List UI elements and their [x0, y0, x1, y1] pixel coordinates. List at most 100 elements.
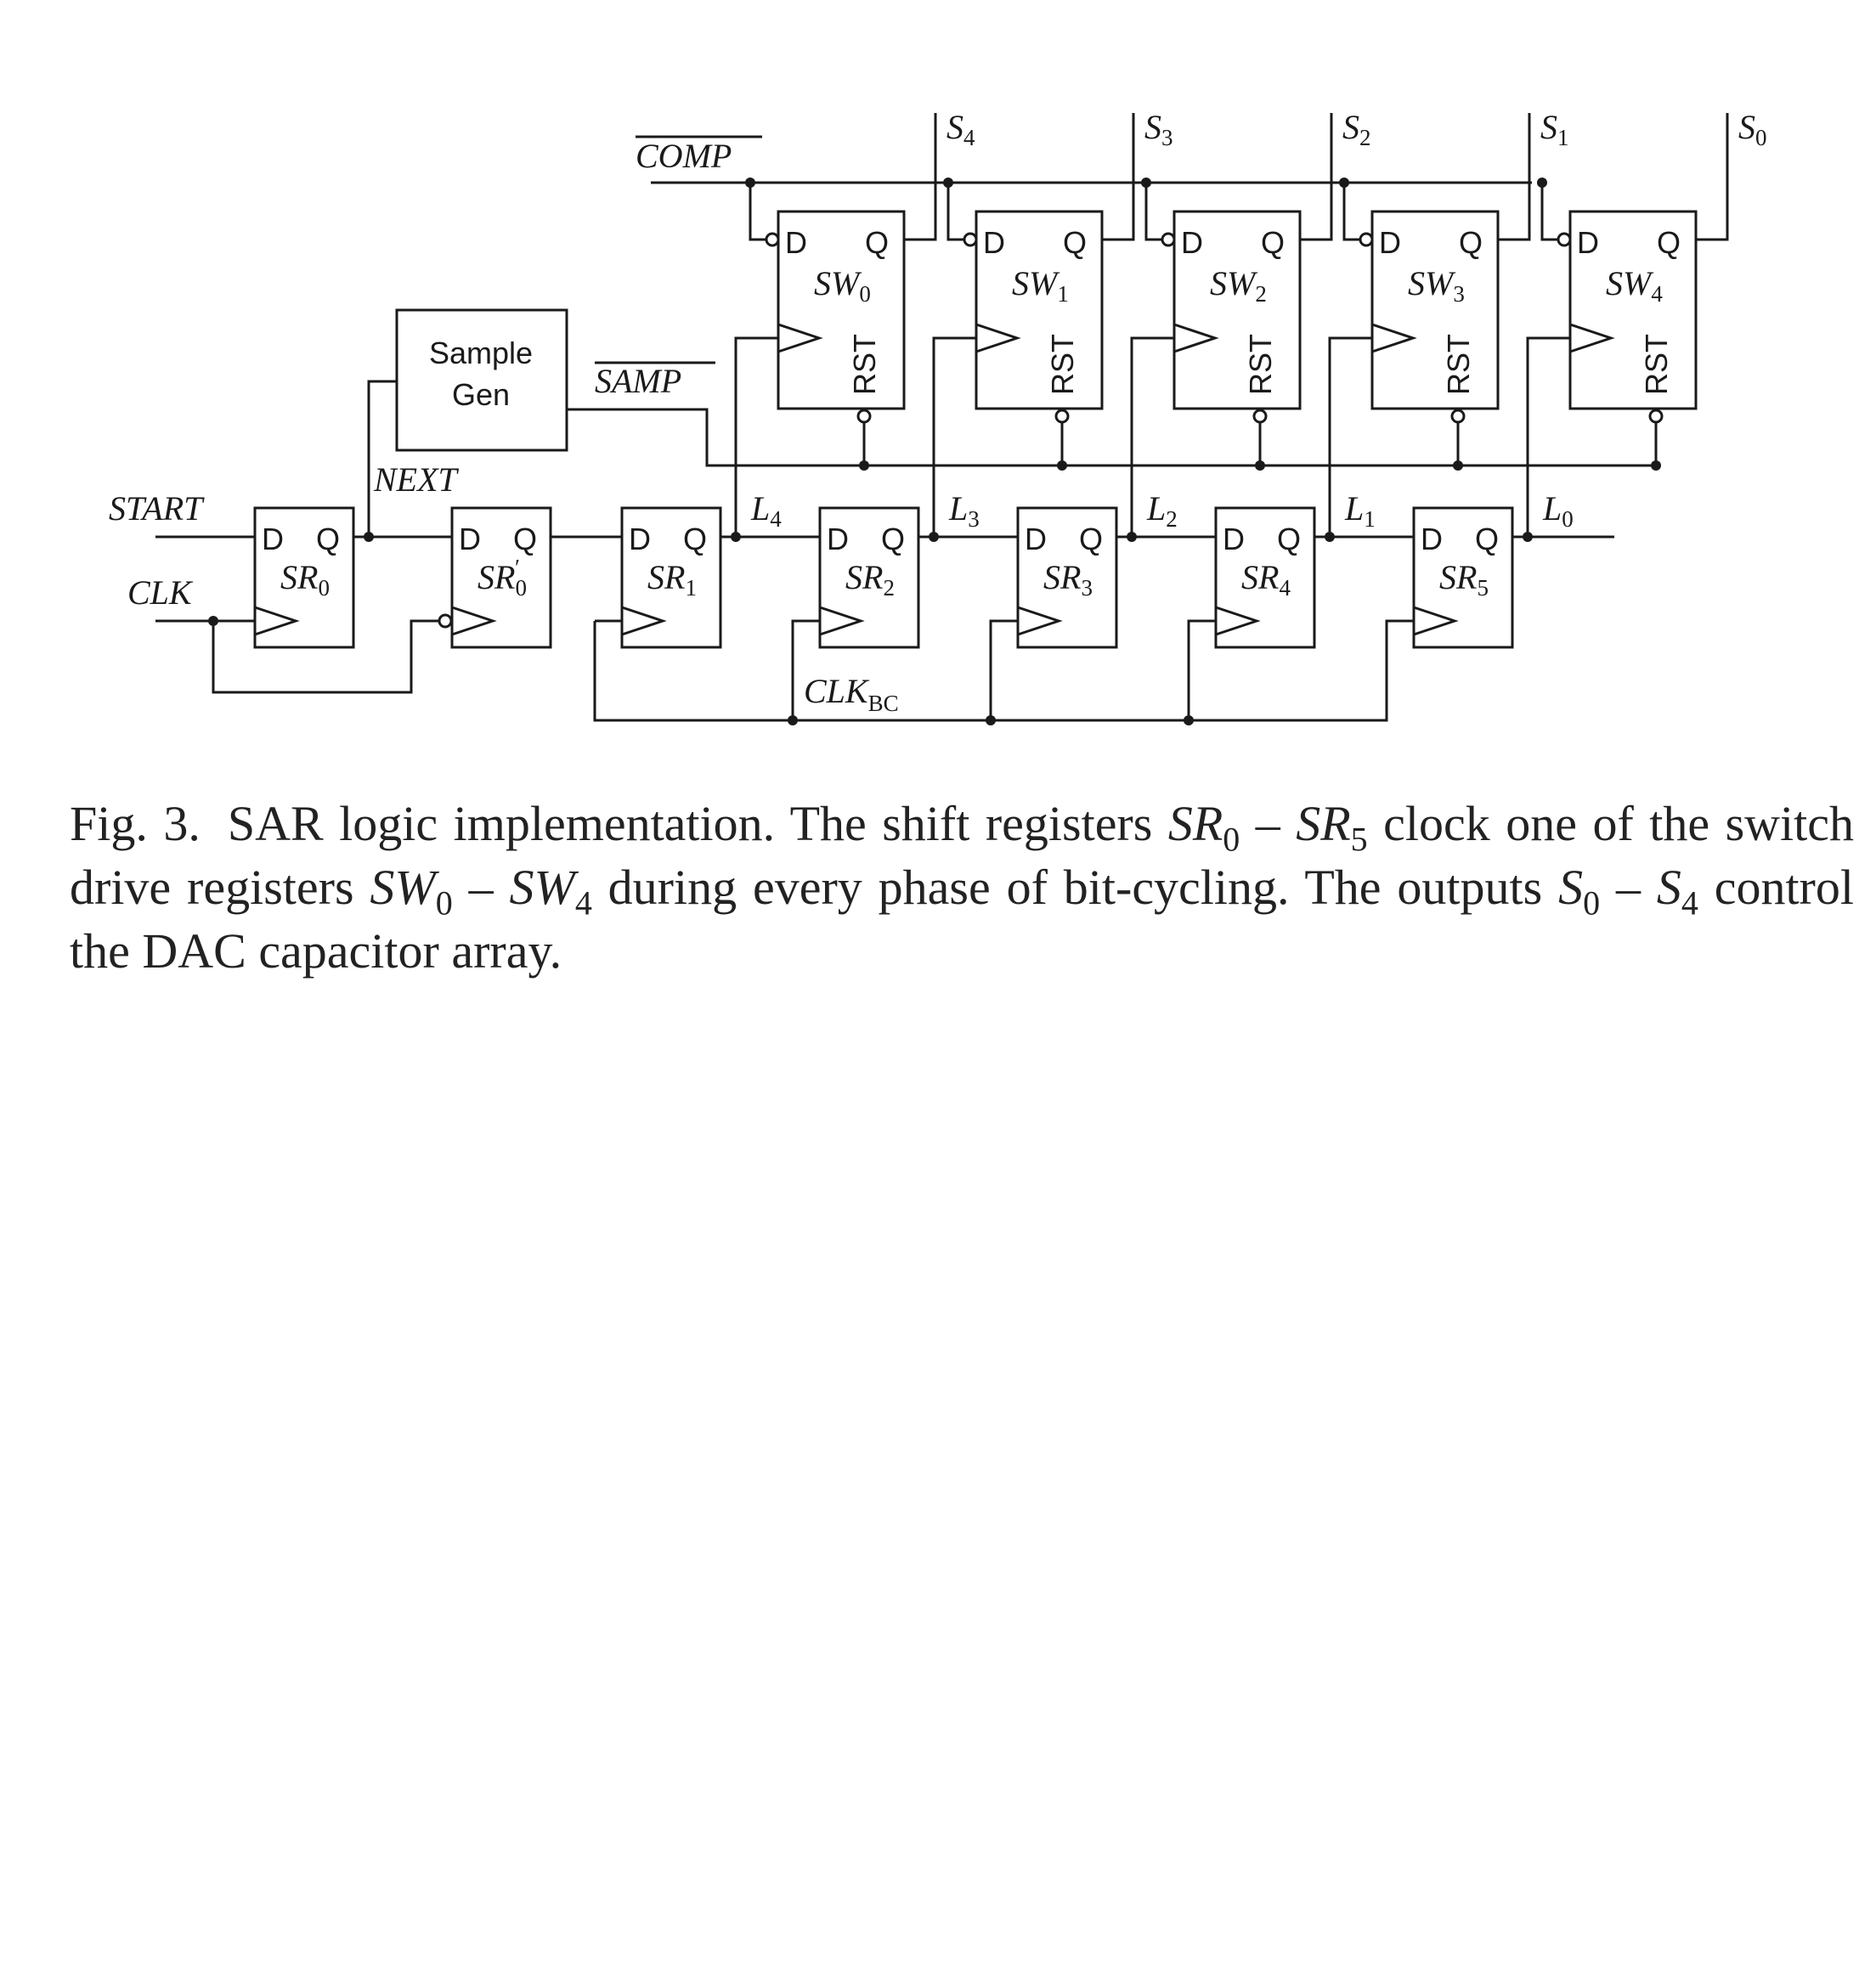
sw3-label: SW3	[1408, 264, 1465, 307]
sw1-q-output-wire	[1102, 113, 1135, 241]
sr0-label: SR0	[280, 558, 330, 601]
caption-text: –	[452, 860, 510, 915]
sw2-clock-triangle	[1173, 323, 1219, 353]
sw0-d-pin: D	[785, 225, 807, 260]
sr0-d-pin: D	[262, 522, 284, 556]
clk-bc-label: CLKBC	[804, 672, 899, 716]
sar-logic-schematic: Sample Gen START CLK COMP SAMP NEXT CLKB…	[109, 108, 1767, 725]
l-net-junction-dot-0	[731, 532, 741, 542]
caption-math: S4	[1656, 860, 1698, 922]
sw4-label: SW4	[1606, 264, 1663, 307]
sr0-prime-clock-bubble	[438, 613, 453, 629]
sw2-d-wire	[1144, 183, 1162, 241]
sample-gen-block	[395, 308, 568, 452]
sample-gen-label-line2: Gen	[452, 377, 510, 412]
sr0-block	[253, 506, 355, 649]
clkbc-junction-dot-1	[986, 715, 996, 725]
output-s1-label: S1	[1540, 108, 1569, 150]
output-s3-label: S3	[1144, 108, 1173, 150]
sw3-q-output-wire	[1498, 113, 1531, 241]
sr5-block	[1412, 506, 1514, 649]
samp-junction-dot-1	[1057, 460, 1067, 471]
sw0-d-wire	[749, 183, 766, 241]
sw3-rst-pin: RST	[1441, 334, 1476, 395]
sw0-clock-triangle	[777, 323, 823, 353]
l-net-clock-wire-2	[1130, 336, 1174, 537]
sr1-clock-triangle	[621, 606, 667, 636]
clkbc-sr3-wire	[989, 619, 1018, 720]
clkbc-sr4-wire	[1187, 619, 1216, 720]
sr4-q-pin: Q	[1277, 522, 1301, 556]
sr4-block	[1214, 506, 1316, 649]
l-net-clock-wire-0	[734, 336, 778, 537]
clkbc-bus-wire	[593, 619, 1414, 722]
junction-dots	[208, 178, 1664, 725]
sw3-q-pin: Q	[1459, 225, 1483, 260]
sr5-label: SR5	[1439, 558, 1489, 601]
l-net-clock-wire-4	[1526, 336, 1570, 537]
caption-text: SAR logic implementation. The shift regi…	[227, 796, 1168, 851]
samp-junction-dot-2	[1255, 460, 1265, 471]
sw2-rst-bubble	[1252, 409, 1268, 424]
sw1-d-bubble	[963, 232, 978, 247]
sr5-q-pin: Q	[1475, 522, 1499, 556]
net-l1-label: L1	[1344, 489, 1376, 532]
caption-text: clock one of the switch drive registers	[70, 796, 1855, 915]
sw4-clock-triangle	[1569, 323, 1615, 353]
comp-junction-dot-2	[1141, 178, 1151, 188]
caption-figure-label: Fig. 3.	[70, 796, 201, 851]
l-net-junction-dot-1	[929, 532, 939, 542]
l-net-junction-dot-3	[1325, 532, 1335, 542]
sw0-q-pin: Q	[865, 225, 889, 260]
caption-text: control the DAC capacitor array.	[70, 860, 1854, 979]
clk-label: CLK	[127, 573, 194, 612]
next-label: NEXT	[373, 460, 460, 499]
comp-junction-dot-1	[943, 178, 953, 188]
sr0p-q-pin: Q	[513, 522, 537, 556]
sw2-label: SW2	[1210, 264, 1267, 307]
sr2-label: SR2	[845, 558, 895, 601]
sr2-q-pin: Q	[881, 522, 905, 556]
caption-text: –	[1600, 860, 1657, 915]
sw3-d-bubble	[1359, 232, 1374, 247]
net-l0-label: L0	[1542, 489, 1574, 532]
sw4-rst-pin: RST	[1639, 334, 1674, 395]
output-s0-label: S0	[1738, 108, 1767, 150]
sw1-block	[975, 210, 1104, 410]
l-net-junction-dot-4	[1523, 532, 1533, 542]
sw2-d-pin: D	[1181, 225, 1203, 260]
sw1-rst-pin: RST	[1045, 334, 1080, 395]
sr0-q-pin: Q	[316, 522, 340, 556]
samp-junction-dot-3	[1453, 460, 1463, 471]
sw3-rst-bubble	[1450, 409, 1466, 424]
sr1-block	[620, 506, 722, 649]
l-net-clock-wire-3	[1328, 336, 1372, 537]
clkbc-junction-dot-0	[788, 715, 798, 725]
output-s4-label: S4	[946, 108, 975, 150]
figure-caption: Fig. 3. SAR logic implementation. The shi…	[70, 792, 1854, 983]
l-net-junction-dot-2	[1127, 532, 1137, 542]
sw2-q-output-wire	[1300, 113, 1333, 241]
sw4-q-output-wire	[1696, 113, 1729, 241]
caption-math: SW4	[509, 860, 592, 922]
clk-junction-dot	[208, 616, 218, 626]
sw0-q-output-wire	[904, 113, 937, 241]
sw1-rst-bubble	[1054, 409, 1070, 424]
sr4-label: SR4	[1241, 558, 1291, 601]
sw1-d-pin: D	[983, 225, 1005, 260]
clkbc-junction-dot-2	[1184, 715, 1194, 725]
comp-junction-dot-3	[1339, 178, 1349, 188]
sw2-d-bubble	[1161, 232, 1176, 247]
net-l2-label: L2	[1146, 489, 1178, 532]
net-l4-label: L4	[750, 489, 782, 532]
sr2-d-pin: D	[827, 522, 849, 556]
next-to-sample-gen-wire	[367, 380, 397, 537]
caption-math: SR5	[1296, 796, 1368, 859]
sw0-label: SW0	[814, 264, 871, 307]
sr0-clock-triangle	[254, 606, 300, 636]
clkbc-sr2-wire	[791, 619, 820, 720]
sr0-prime-clock-triangle	[451, 606, 497, 636]
sr2-clock-triangle	[819, 606, 865, 636]
sr4-clock-triangle	[1215, 606, 1261, 636]
